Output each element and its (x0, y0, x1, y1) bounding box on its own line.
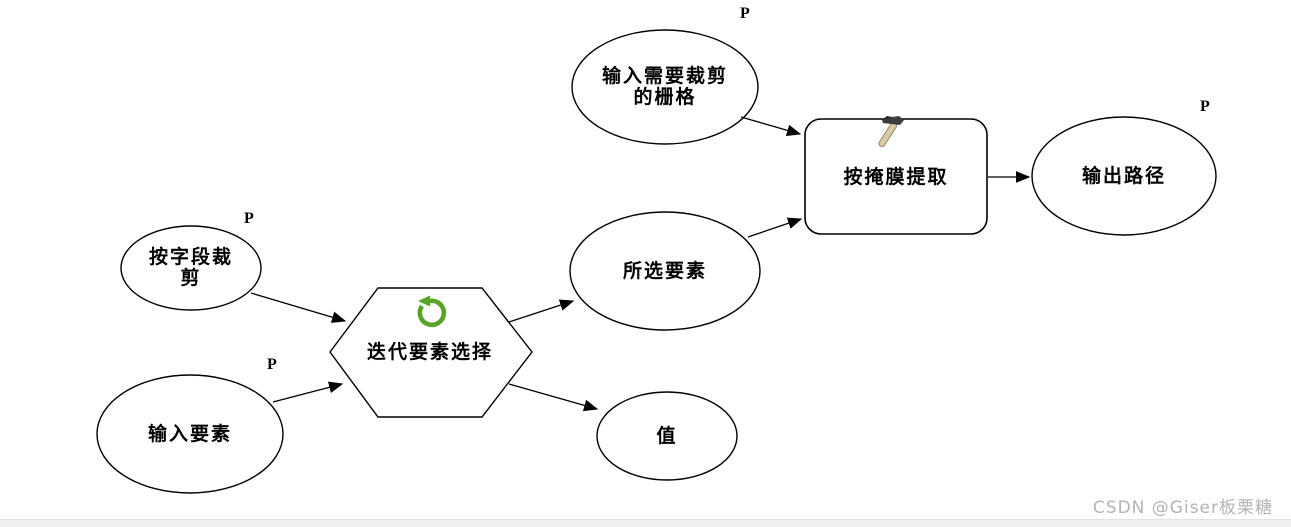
connector-selected-features-to-extract (747, 217, 803, 238)
node-input-raster[interactable] (571, 29, 759, 145)
hammer-icon (878, 116, 904, 148)
node-input-features[interactable] (96, 374, 284, 494)
connector-input-raster-to-extract (740, 116, 802, 137)
node-iterate-feature-selection[interactable] (329, 287, 533, 418)
node-output-path[interactable] (1031, 116, 1217, 236)
node-extract-by-mask[interactable] (804, 118, 988, 235)
connector-clip-by-field-to-iterator (250, 292, 347, 323)
loop-icon (417, 295, 447, 328)
node-selected-features[interactable] (569, 211, 761, 331)
connector-input-features-to-iterator (272, 381, 344, 403)
bottom-scroll-strip (0, 519, 1291, 527)
node-clip-by-field[interactable] (120, 225, 262, 311)
connector-iterator-to-selected-features (508, 299, 575, 323)
connector-iterator-to-value (508, 383, 599, 412)
node-value[interactable] (596, 391, 738, 481)
